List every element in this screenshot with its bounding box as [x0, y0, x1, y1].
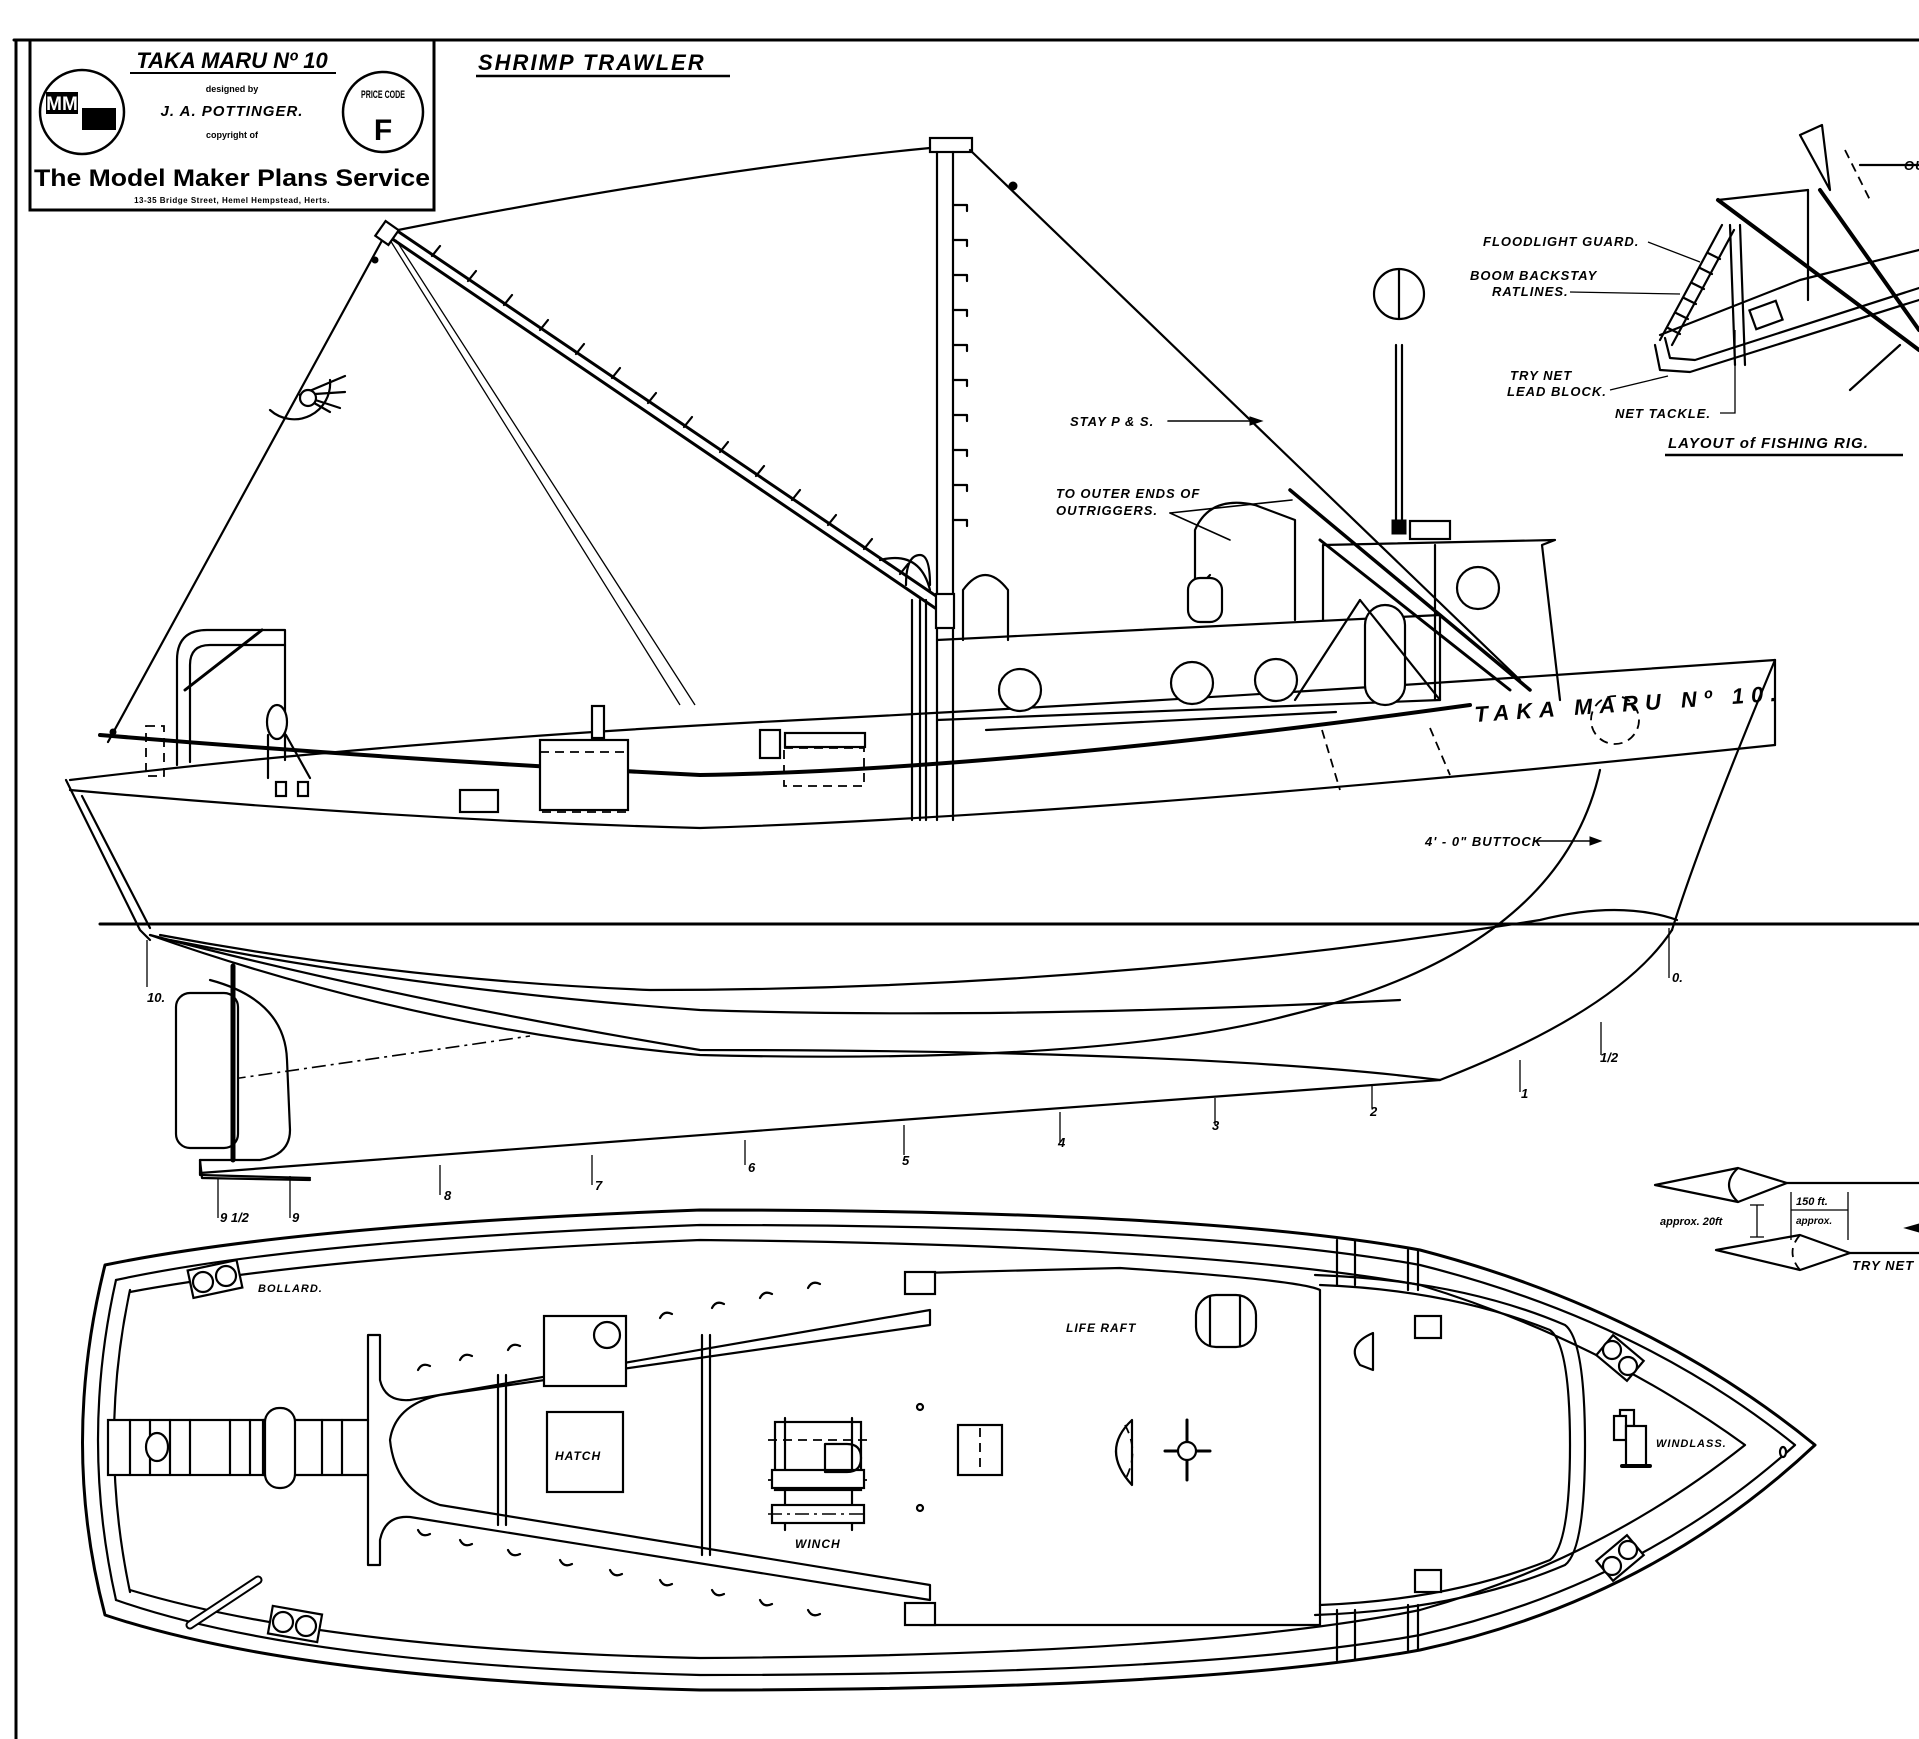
outriggers-label-line2: OUTRIGGERS. [1056, 503, 1158, 518]
deck-sheer [98, 703, 1472, 778]
publisher-address: 13-35 Bridge Street, Hemel Hempstead, He… [134, 196, 330, 205]
winch-label: WINCH [795, 1537, 841, 1551]
buttock-label: 4' - 0" BUTTOCK [1424, 834, 1543, 849]
winch: WINCH [768, 1416, 868, 1551]
station-label: 10. [147, 990, 165, 1005]
station-label: 3 [1212, 1118, 1220, 1133]
title-block: TAKA MARU Nº 10 designed by J. A. POTTIN… [28, 38, 436, 212]
station-label: 1/2 [1600, 1050, 1619, 1065]
hull-bottom [148, 928, 1674, 1082]
outriggers-label-line1: TO OUTER ENDS OF [1056, 486, 1200, 501]
station-label: 7 [595, 1178, 603, 1193]
publisher-name: The Model Maker Plans Service [34, 165, 430, 192]
callout-buttock: 4' - 0" BUTTOCK [1424, 834, 1603, 849]
bollard: BOLLARD. [186, 1258, 323, 1300]
compass-icon [1163, 1418, 1212, 1482]
drawing-frame [12, 38, 1919, 1739]
net-spacing-label: approx. 20ft [1660, 1216, 1724, 1228]
stay-label: STAY P & S. [1070, 414, 1154, 429]
station-label: 0. [1672, 970, 1683, 985]
bollard [1594, 1333, 1646, 1383]
station-label: 2 [1369, 1104, 1378, 1119]
drawing-title-text: SHRIMP TRAWLER [478, 50, 706, 75]
callout-stay: STAY P & S. [1070, 414, 1264, 429]
outriggers-callout-cut: OU [1904, 158, 1919, 173]
price-code-badge: PRICE CODE F [341, 70, 425, 154]
station-label: 1 [1521, 1086, 1528, 1101]
net-distance-value: 150 ft. [1796, 1196, 1828, 1208]
copyright-label: copyright of [206, 130, 259, 140]
net-diagram: approx. 20ft 150 ft. approx. TRY NET [1653, 1166, 1919, 1273]
fishing-rig-inset: FLOODLIGHT GUARD. BOOM BACKSTAY RATLINES… [1470, 123, 1919, 457]
hull-lettering: TAKA MARU Nº 10. [1474, 680, 1784, 727]
bollard [1594, 1533, 1646, 1583]
station-label: 9 [292, 1210, 300, 1225]
designed-by-label: designed by [206, 84, 259, 94]
deck-fittings [145, 553, 956, 822]
fishing-rig-title: LAYOUT of FISHING RIG. [1668, 435, 1869, 452]
boom-ratlines [430, 244, 910, 576]
mast-steps [951, 203, 969, 528]
plan-view: HATCH WINCH LIFE RAFT [81, 1208, 1817, 1692]
station-label: 6 [748, 1160, 756, 1175]
bulwark-line [68, 658, 1777, 782]
logo-letters: MM [46, 94, 78, 115]
try-net-label-line2: LEAD BLOCK. [1507, 384, 1607, 399]
try-net-label: TRY NET [1852, 1258, 1914, 1273]
station-marks: 10. 9 1/2 9 8 7 6 5 4 3 2 1 1/2 0. [146, 928, 1683, 1225]
price-code-value: F [374, 114, 392, 147]
mast [928, 136, 974, 822]
net-tackle-label: NET TACKLE. [1615, 406, 1711, 421]
windlass-label: WINDLASS. [1656, 1438, 1727, 1450]
boom-backstay-label-line2: RATLINES. [1492, 284, 1569, 299]
callout-outriggers: TO OUTER ENDS OF OUTRIGGERS. [1056, 486, 1293, 541]
net-distance-note: approx. [1796, 1216, 1832, 1227]
rubbing-strake [68, 743, 1777, 830]
keel-line [198, 1078, 1442, 1175]
deckhouse [935, 267, 1562, 732]
designer-name: J. A. POTTINGER. [161, 103, 304, 120]
price-code-label: PRICE CODE [361, 89, 405, 101]
profile-view: TAKA MARU Nº 10. STAY P & S. TO OUTER EN… [64, 136, 1919, 1225]
life-raft-label: LIFE RAFT [1066, 1321, 1137, 1335]
station-label: 9 1/2 [220, 1210, 250, 1225]
bollard-label: BOLLARD. [258, 1283, 323, 1295]
station-label: 4 [1057, 1135, 1066, 1150]
drawing-title: SHRIMP TRAWLER [476, 50, 730, 78]
hatch-label: HATCH [555, 1449, 601, 1463]
title-block-vessel-name: TAKA MARU Nº 10 [136, 48, 328, 73]
aft-gantry [175, 628, 312, 780]
try-net-label-line1: TRY NET [1510, 368, 1572, 383]
bollard [266, 1604, 324, 1644]
boom-backstay-label-line1: BOOM BACKSTAY [1470, 268, 1598, 283]
station-label: 8 [444, 1188, 452, 1203]
mm-logo-icon: MM [38, 68, 126, 156]
rigging [106, 146, 1522, 744]
windlass: WINDLASS. [1612, 1408, 1727, 1468]
station-label: 5 [902, 1153, 910, 1168]
rudder [174, 963, 312, 1182]
floodlight-guard-label: FLOODLIGHT GUARD. [1483, 234, 1639, 249]
